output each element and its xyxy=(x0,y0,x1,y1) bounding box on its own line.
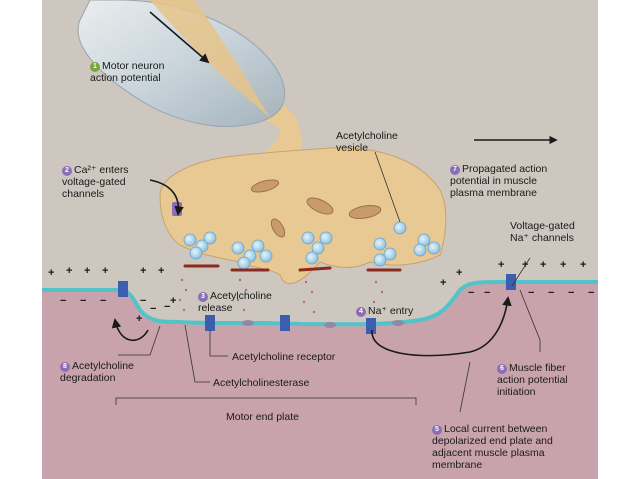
minus-charge: − xyxy=(468,287,474,299)
plus-charge: + xyxy=(84,265,90,277)
leader-lines xyxy=(115,151,541,413)
minus-charge: − xyxy=(140,295,146,307)
minus-charge: − xyxy=(100,295,106,307)
label-motor-end-plate: Motor end plate xyxy=(226,411,299,423)
label-acetylcholinesterase: Acetylcholinesterase xyxy=(213,377,310,389)
label-ach-receptor: Acetylcholine receptor xyxy=(232,351,336,363)
action-potential-arrow xyxy=(149,11,210,64)
minus-charge: − xyxy=(568,287,574,299)
membrane-charges: ++++++−−−−−+−++−−+++++−−−−+ xyxy=(48,259,594,325)
step-2-marker: 2 xyxy=(62,166,72,176)
minus-charge: − xyxy=(588,287,594,299)
axon-core xyxy=(150,0,270,118)
plus-charge: + xyxy=(136,313,142,325)
acetylcholine-molecules xyxy=(178,278,384,314)
plus-charge: + xyxy=(522,259,528,271)
plus-charge: + xyxy=(580,259,586,271)
plus-charge: + xyxy=(170,295,176,307)
plus-charge: + xyxy=(140,265,146,277)
label-ach-vesicle: Acetylcholine vesicle xyxy=(336,130,398,154)
step-6-marker: 6 xyxy=(497,364,507,374)
plus-charge: + xyxy=(540,259,546,271)
calcium-channel xyxy=(172,202,182,216)
minus-charge: − xyxy=(164,301,170,313)
plus-charge: + xyxy=(498,259,504,271)
axon-terminal xyxy=(159,147,447,285)
plus-charge: + xyxy=(102,265,108,277)
muscle-plasma-membrane xyxy=(42,280,598,327)
muscle-fiber xyxy=(42,282,598,479)
minus-charge: − xyxy=(484,287,490,299)
step-4-marker: 4 xyxy=(356,307,366,317)
plus-charge: + xyxy=(560,259,566,271)
plus-charge: + xyxy=(456,267,462,279)
step-7-marker: 7 xyxy=(450,165,460,175)
label-vg-na-channels: Voltage-gated Na⁺ channels xyxy=(510,220,575,244)
membrane-channels xyxy=(118,274,516,334)
plus-charge: + xyxy=(66,265,72,277)
minus-charge: − xyxy=(80,295,86,307)
acetylcholinesterase-enzymes xyxy=(242,320,404,328)
minus-charge: − xyxy=(150,303,156,315)
minus-charge: − xyxy=(60,295,66,307)
plus-charge: + xyxy=(440,277,446,289)
step-1-marker: 1 xyxy=(90,62,100,72)
mitochondria xyxy=(250,179,382,238)
minus-charge: − xyxy=(548,287,554,299)
step-8-marker: 8 xyxy=(60,362,70,372)
step-5-marker: 5 xyxy=(432,425,442,435)
active-zones xyxy=(183,264,402,272)
minus-charge: − xyxy=(528,287,534,299)
plus-charge: + xyxy=(158,265,164,277)
step-3-marker: 3 xyxy=(198,292,208,302)
plus-charge: + xyxy=(48,267,54,279)
current-arrows xyxy=(111,179,512,357)
